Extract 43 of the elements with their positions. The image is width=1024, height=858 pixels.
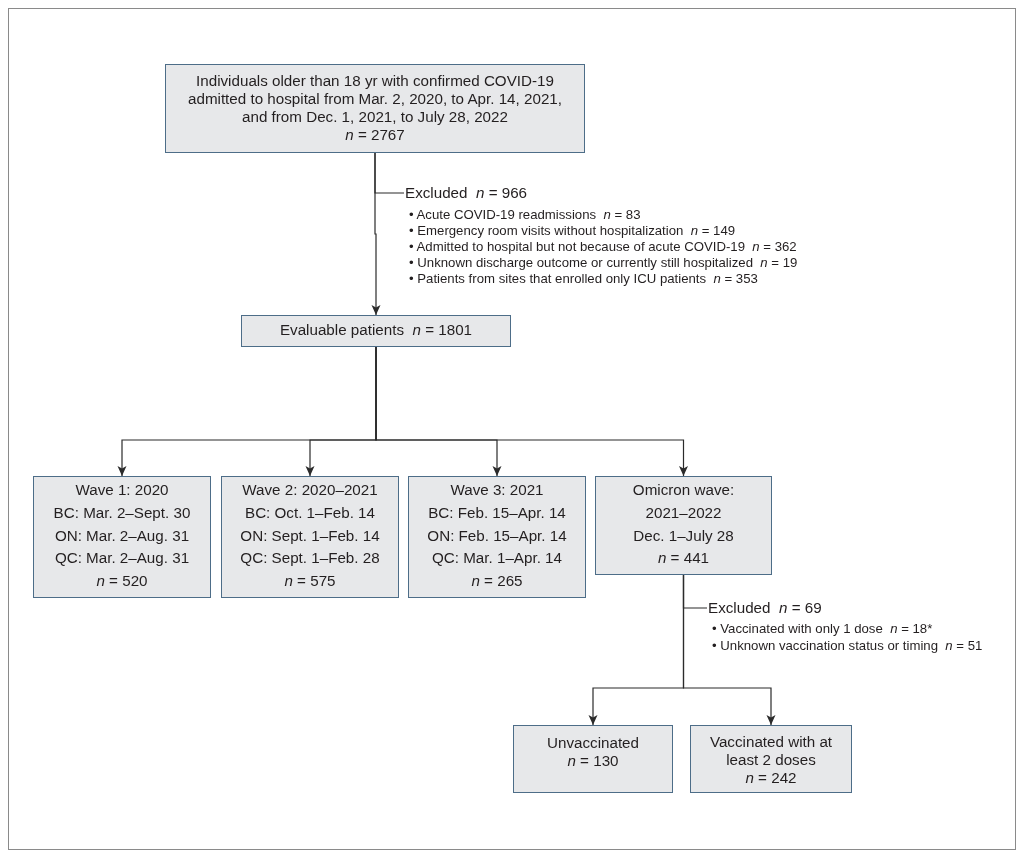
box-text: QC: Mar. 1–Apr. 14 (431, 548, 563, 569)
box-text: n = 520 (95, 571, 149, 592)
bullet-item: • Patients from sites that enrolled only ICU patients n = 353 (408, 271, 758, 287)
box-text: BC: Oct. 1–Feb. 14 (244, 502, 376, 523)
box-text: QC: Mar. 2–Aug. 31 (53, 548, 191, 569)
box-text: Wave 3: 2021 (449, 480, 545, 500)
bullet-item: • Unknown vaccination status or timing n = 51 (711, 637, 983, 654)
box-text: BC: Feb. 15–Apr. 14 (427, 502, 567, 523)
box-text: n = 2767 (344, 126, 406, 144)
process-box (33, 476, 211, 598)
process-box (221, 476, 399, 598)
process-box (408, 476, 586, 598)
exclusion-heading: Excluded n = 966 (405, 183, 528, 203)
process-box (690, 725, 852, 793)
arrow (682, 574, 776, 726)
process-box (595, 476, 772, 575)
box-text: Dec. 1–July 28 (632, 525, 735, 546)
bullet-item: • Unknown discharge outcome or currently still hospitalized n = 19 (408, 255, 798, 271)
box-text: n = 441 (656, 548, 711, 569)
box-text: BC: Mar. 2–Sept. 30 (52, 502, 192, 523)
box-text: ON: Mar. 2–Aug. 31 (53, 525, 191, 546)
exclusion-heading: Excluded n = 69 (708, 598, 822, 618)
box-text: Omicron wave: 2021–2022 (631, 480, 736, 523)
box-text: Evaluable patients n = 1801 (278, 321, 474, 339)
box-text: ON: Sept. 1–Feb. 14 (239, 525, 381, 546)
box-text: n = 265 (470, 571, 524, 592)
process-box (241, 315, 511, 347)
box-text: n = 575 (283, 571, 337, 592)
box-text: Wave 1: 2020 (74, 480, 170, 500)
box-text: n = 242 (744, 769, 798, 787)
bullet-item: • Emergency room visits without hospitalization n = 149 (408, 223, 736, 239)
bullet-item: • Acute COVID-19 readmissions n = 83 (408, 207, 641, 223)
connector-line (374, 152, 405, 194)
box-text: ON: Feb. 15–Apr. 14 (426, 525, 568, 546)
box-text: n = 130 (566, 752, 620, 770)
box-text: QC: Sept. 1–Feb. 28 (239, 548, 381, 569)
bullet-item: • Vaccinated with only 1 dose n = 18* (711, 620, 933, 637)
box-text: Wave 2: 2020–2021 (241, 480, 379, 500)
arrow (375, 346, 688, 477)
bullet-item: • Admitted to hospital but not because of acute COVID-19 n = 362 (408, 239, 797, 255)
process-box (165, 64, 585, 153)
process-box (513, 725, 673, 793)
box-text: Unvaccinated (546, 734, 640, 752)
